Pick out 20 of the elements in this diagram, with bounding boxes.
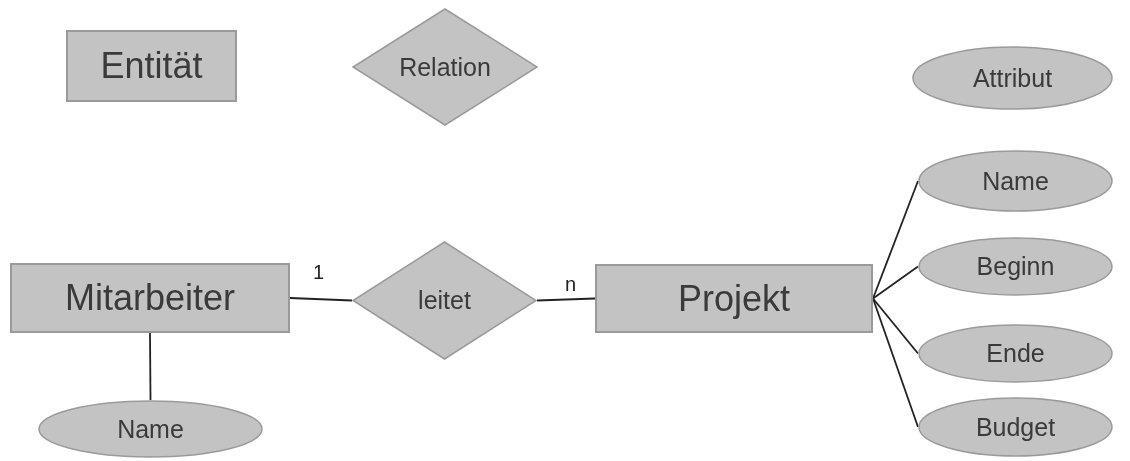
connector-line	[872, 297, 919, 355]
cardinality-label: 1	[313, 262, 325, 282]
node-label: Ende	[986, 339, 1045, 368]
node-label: Name	[117, 414, 184, 444]
connector-line	[289, 297, 353, 302]
node-label: Name	[982, 166, 1049, 196]
connector-line	[536, 297, 596, 302]
node-label: Attribut	[972, 63, 1053, 93]
entity-box	[595, 264, 873, 333]
entity-box	[66, 30, 237, 102]
connector-line	[872, 265, 919, 300]
entity-box	[10, 263, 290, 333]
node-label: leitet	[418, 286, 471, 315]
node-label: Budget	[975, 412, 1056, 442]
node-label: Mitarbeiter	[64, 277, 236, 319]
node-label: Entität	[100, 45, 203, 87]
node-label: Beginn	[976, 252, 1055, 281]
connector-line	[149, 332, 152, 401]
node-label: Projekt	[677, 277, 790, 320]
node-label: Relation	[399, 52, 491, 82]
